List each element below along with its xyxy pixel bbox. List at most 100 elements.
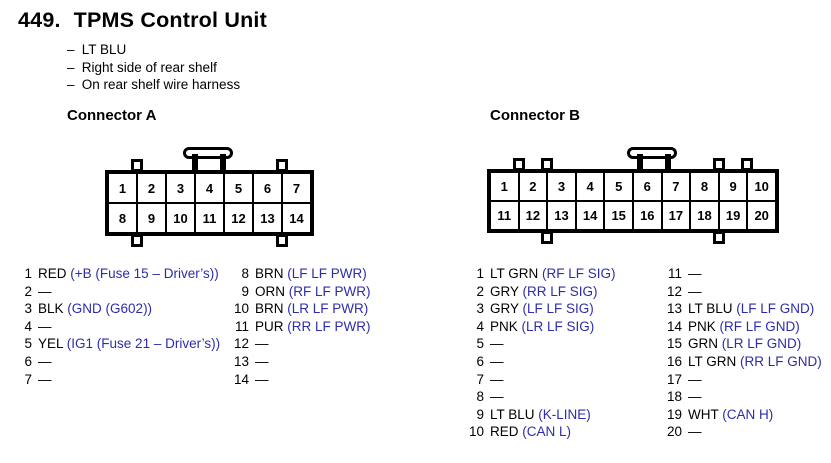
pin-cell: 3	[547, 172, 576, 201]
wire-color: PUR	[255, 318, 284, 334]
connector-latch-leg	[220, 154, 226, 172]
pin-cell: 7	[282, 173, 311, 203]
wire-color: —	[490, 371, 504, 387]
pin-cell: 8	[108, 203, 137, 233]
pin-cell: 5	[604, 172, 633, 201]
pin-number: 15	[666, 336, 682, 352]
pin-row: 18—	[664, 388, 822, 406]
pin-number: 9	[241, 283, 249, 299]
wire-color: —	[255, 353, 269, 369]
pin-row: 11 —	[664, 265, 822, 283]
item-number: 449.	[18, 8, 61, 32]
pin-number: 17	[666, 371, 682, 387]
pin-cell: 5	[224, 173, 253, 203]
pin-number: 13	[666, 301, 682, 317]
wire-color: —	[255, 336, 269, 352]
wire-color: —	[688, 371, 702, 387]
wire-color: BRN	[255, 301, 284, 317]
signal-name: (RF LF PWR)	[288, 283, 371, 299]
pin-cell: 17	[661, 201, 691, 230]
wire-color: —	[38, 283, 52, 299]
pin-row: 2—	[14, 283, 220, 301]
location-notes: – LT BLU– Right side of rear shelf– On r…	[67, 41, 240, 94]
pin-row: 4—	[14, 318, 220, 336]
pin-number: 1	[476, 266, 484, 281]
wire-color: GRY	[490, 301, 519, 317]
wire-color: —	[490, 336, 504, 352]
pin-number: 6	[476, 353, 484, 369]
pin-number: 18	[666, 389, 682, 405]
wire-color: —	[688, 283, 702, 299]
pin-cell: 12	[518, 201, 548, 230]
wire-color: LT BLU	[490, 406, 535, 422]
pin-row: 14—	[231, 371, 371, 389]
pin-number: 16	[666, 353, 682, 369]
wire-color: —	[255, 371, 269, 387]
pin-number: 3	[24, 301, 32, 317]
pin-number: 2	[476, 283, 484, 299]
pin-cell: 2	[518, 172, 548, 201]
wire-color: —	[38, 371, 52, 387]
pin-row: 8—	[466, 388, 616, 406]
pin-number: 2	[24, 283, 32, 299]
pin-number: 11	[667, 266, 682, 281]
signal-name: (RF LF SIG)	[542, 266, 616, 281]
wire-color: —	[38, 318, 52, 334]
pin-row: 20—	[664, 423, 822, 441]
wire-color: BRN	[255, 266, 284, 281]
pin-number: 3	[476, 301, 484, 317]
wire-color: GRY	[490, 283, 519, 299]
pin-cell: 18	[690, 201, 719, 230]
pin-cell: 19	[718, 201, 748, 230]
wire-color: LT BLU	[688, 301, 733, 317]
signal-name: (CAN L)	[522, 424, 572, 440]
pin-cell: 10	[166, 203, 195, 233]
signal-name: (CAN H)	[722, 406, 774, 422]
wire-color: PNK	[490, 318, 518, 334]
pin-row: 2 GRY (RR LF SIG)	[466, 283, 616, 301]
pin-row: 7—	[466, 371, 616, 389]
pin-number: 7	[476, 371, 484, 387]
pin-number: 10	[468, 424, 484, 440]
signal-name: (RR LF SIG)	[522, 283, 598, 299]
wire-color: —	[688, 266, 702, 281]
wire-color: BLK	[38, 301, 64, 317]
wire-color: —	[490, 353, 504, 369]
wire-color: GRN	[688, 336, 718, 352]
pin-number: 5	[476, 336, 484, 352]
pin-number: 20	[666, 424, 682, 440]
pin-row: 10 RED (CAN L)	[466, 423, 616, 441]
signal-name: (RF LF GND)	[719, 318, 800, 334]
pin-row: 5—	[466, 335, 616, 353]
location-note: – LT BLU	[67, 41, 240, 59]
pin-number: 19	[666, 406, 682, 422]
wire-color: RED	[490, 424, 519, 440]
connector-b-label: Connector B	[490, 107, 580, 124]
location-note: – On rear shelf wire harness	[67, 76, 240, 94]
pin-number: 8	[241, 266, 249, 281]
signal-name: (K-LINE)	[538, 406, 591, 422]
pin-number: 6	[24, 353, 32, 369]
pin-number: 7	[24, 371, 32, 387]
signal-name: (IG1 (Fuse 21 – Driver’s))	[66, 336, 221, 352]
page-title: 449.TPMS Control Unit	[18, 8, 267, 33]
pin-number: 14	[666, 318, 682, 334]
signal-name: (RR LF GND)	[740, 353, 822, 369]
